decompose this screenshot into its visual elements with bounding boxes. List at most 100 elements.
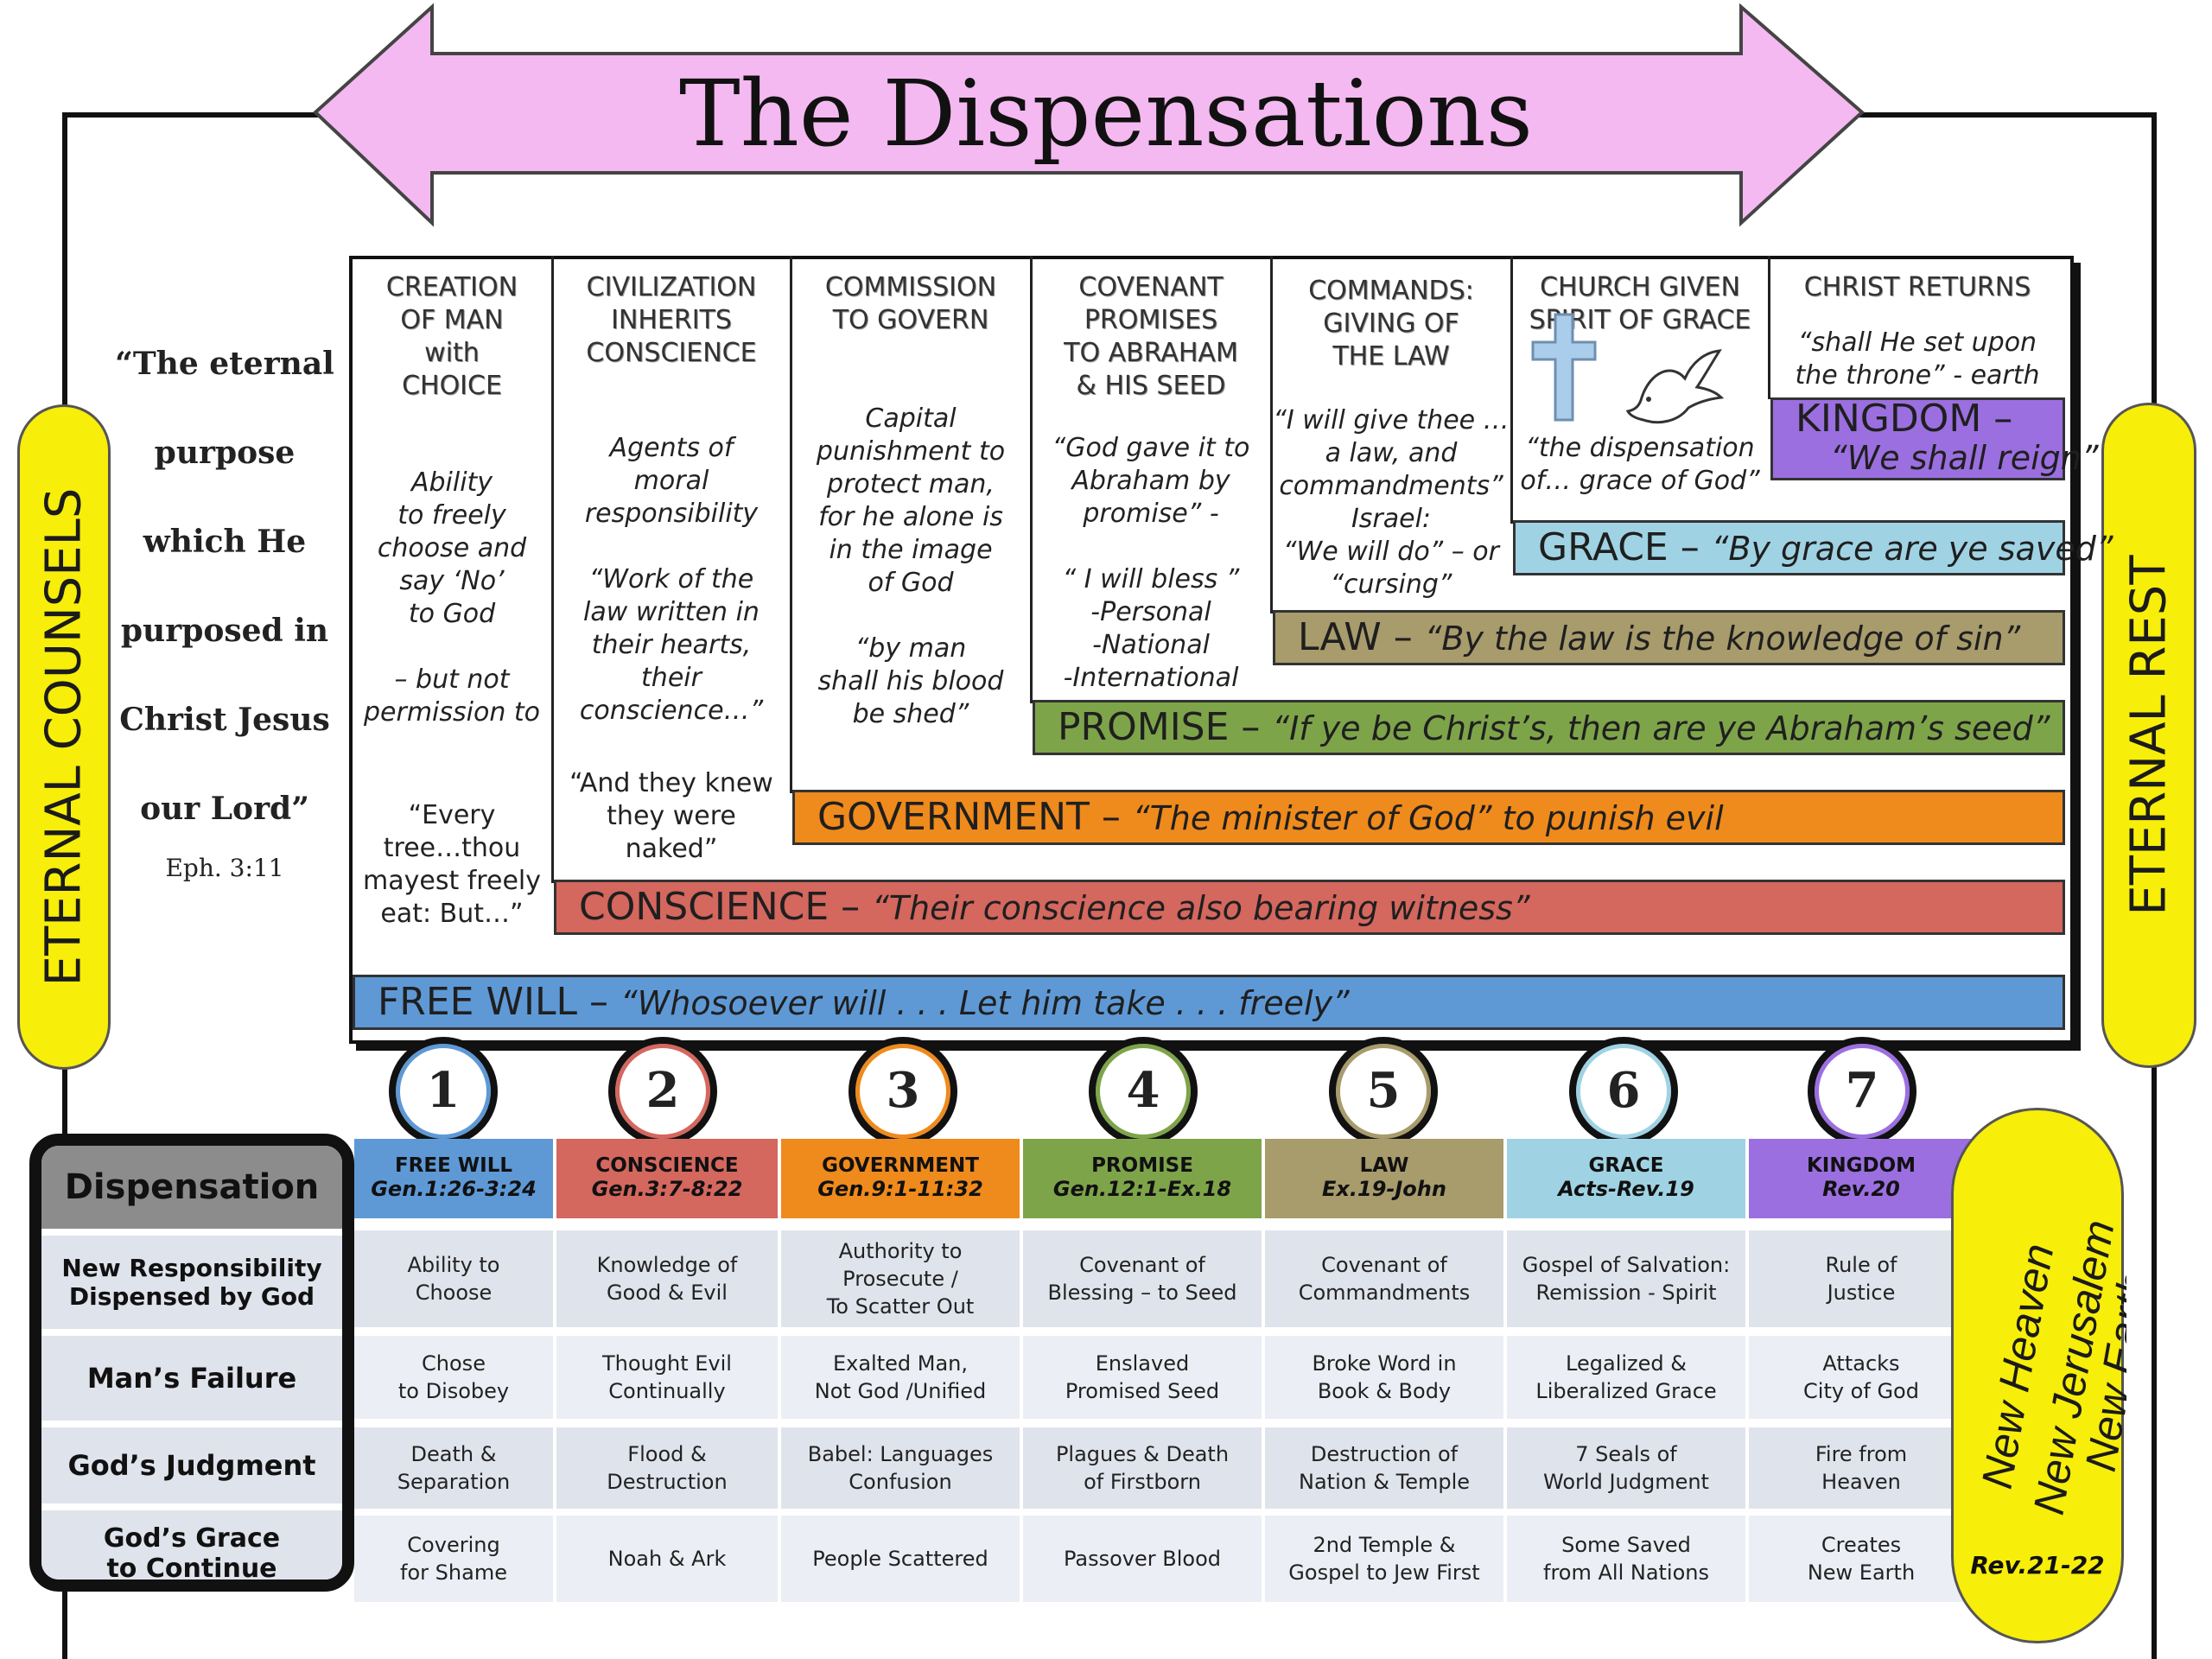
table-cell: Some Saved from All Nations	[1507, 1516, 1745, 1602]
band-free-will-label: FREE WILL –	[378, 980, 608, 1024]
table-cell: Creates New Earth	[1749, 1516, 1974, 1602]
band-law: LAW – “By the law is the knowledge of si…	[1273, 610, 2065, 665]
table-cell: Exalted Man, Not God /Unified	[781, 1336, 1020, 1419]
table-header-ref: Ex.19-John	[1322, 1177, 1446, 1201]
eternal-rest-pill: ETERNAL REST	[2101, 403, 2196, 1068]
column-heading-commission: COMMISSION TO GOVERN	[824, 272, 997, 335]
table-header-name: KINGDOM	[1806, 1154, 1916, 1177]
table-cell: Fire from Heaven	[1749, 1427, 1974, 1509]
band-grace: GRACE – “By grace are ye saved”	[1513, 520, 2113, 575]
quote-line: our Lord”	[140, 791, 309, 827]
table-header-name: LAW	[1359, 1154, 1409, 1177]
column-heading-commands: COMMANDS: GIVING OF THE LAW	[1308, 276, 1474, 372]
column-body-civilization-verse: “And they knew they were naked”	[569, 768, 773, 864]
table-header-government: GOVERNMENT Gen.9:1-11:32	[781, 1139, 1020, 1218]
eternal-purpose-quote: “The eternal purpose which He purposed i…	[91, 346, 359, 882]
column-heading-covenant: COVENANT PROMISES TO ABRAHAM & HIS SEED	[1064, 272, 1238, 401]
table-cell: Noah & Ark	[556, 1516, 778, 1602]
table-cell: Covenant of Commandments	[1265, 1230, 1503, 1327]
table-header-name: CONSCIENCE	[595, 1154, 739, 1177]
table-cell: Legalized & Liberalized Grace	[1507, 1336, 1745, 1419]
table-header-name: GOVERNMENT	[822, 1154, 979, 1177]
quote-line: purpose	[154, 435, 296, 471]
table-cell: Broke Word in Book & Body	[1265, 1336, 1503, 1419]
legend-row-grace: God’s Grace to Continue	[41, 1510, 342, 1580]
column-body-creation: Ability to freely choose and say ‘No’ to…	[363, 467, 540, 728]
legend-box: Dispensation New Responsibility Dispense…	[29, 1134, 354, 1592]
table-header-ref: Rev.20	[1822, 1177, 1900, 1201]
quote-reference: Eph. 3:11	[165, 854, 284, 882]
dove-icon	[1625, 349, 1725, 424]
table-cell: Destruction of Nation & Temple	[1265, 1427, 1503, 1509]
column-body-covenant: “God gave it to Abraham by promise” - “ …	[1052, 433, 1250, 693]
table-cell: People Scattered	[781, 1516, 1020, 1602]
table-header-ref: Gen.3:7-8:22	[591, 1177, 743, 1201]
column-heading-christ-returns: CHRIST RETURNS	[1803, 272, 2031, 302]
column-body-commission: Capital punishment to protect man, for h…	[816, 404, 1006, 729]
band-conscience: CONSCIENCE – “Their conscience also bear…	[554, 880, 2065, 935]
column-divider	[1270, 256, 1273, 613]
table-cell: 2nd Temple & Gospel to Jew First	[1265, 1516, 1503, 1602]
column-body-commands: “I will give thee … a law, and commandme…	[1273, 405, 1510, 600]
band-kingdom-quote: “We shall reign”	[1830, 439, 2099, 477]
band-government: GOVERNMENT – “The minister of God” to pu…	[792, 790, 2065, 845]
cross-icon	[1531, 313, 1597, 422]
table-header-name: FREE WILL	[394, 1154, 513, 1177]
band-conscience-label: CONSCIENCE –	[579, 885, 861, 929]
number-circle: 5	[1329, 1037, 1438, 1146]
band-law-label: LAW –	[1298, 615, 1413, 659]
legend-row-judgment: God’s Judgment	[41, 1427, 342, 1503]
column-heading-civilization: CIVILIZATION INHERITS CONSCIENCE	[586, 272, 757, 368]
eternal-counsels-pill: ETERNAL COUNSELS	[17, 404, 111, 1070]
column-heading-church: CHURCH GIVEN SPIRIT OF GRACE	[1529, 272, 1751, 335]
quote-line: which He	[143, 524, 307, 560]
number-circle: 1	[389, 1037, 498, 1146]
column-divider	[1768, 256, 1770, 399]
band-free-will: FREE WILL – “Whosoever will . . . Let hi…	[353, 975, 2065, 1030]
number-circle: 7	[1808, 1037, 1916, 1146]
table-cell: Passover Blood	[1023, 1516, 1262, 1602]
band-government-label: GOVERNMENT –	[817, 795, 1121, 839]
number-circle: 6	[1569, 1037, 1678, 1146]
table-header-name: PROMISE	[1091, 1154, 1193, 1177]
band-free-will-quote: “Whosoever will . . . Let him take . . .…	[620, 984, 1350, 1022]
table-header-free-will: FREE WILL Gen.1:26-3:24	[354, 1139, 553, 1218]
table-header-ref: Acts-Rev.19	[1558, 1177, 1694, 1201]
eternal-rest-label: ETERNAL REST	[2120, 555, 2177, 916]
legend-row-failure: Man’s Failure	[41, 1336, 342, 1421]
legend-header: Dispensation	[41, 1146, 342, 1229]
number-circle: 3	[849, 1037, 957, 1146]
new-heaven-text: New Heaven New Jerusalem New Earth	[1973, 1217, 2126, 1518]
band-promise: PROMISE – “If ye be Christ’s, then are y…	[1033, 700, 2065, 755]
table-header-kingdom: KINGDOM Rev.20	[1749, 1139, 1974, 1218]
table-cell: Death & Separation	[354, 1427, 553, 1509]
table-cell: Covenant of Blessing – to Seed	[1023, 1230, 1262, 1327]
quote-line: Christ Jesus	[119, 702, 330, 738]
band-promise-quote: “If ye be Christ’s, then are ye Abraham’…	[1272, 709, 2050, 747]
table-header-ref: Gen.12:1-Ex.18	[1052, 1177, 1232, 1201]
table-header-ref: Gen.1:26-3:24	[371, 1177, 537, 1201]
table-cell: Rule of Justice	[1749, 1230, 1974, 1327]
column-body-christ-returns: “shall He set upon the throne” - earth	[1795, 327, 2040, 391]
band-kingdom: KINGDOM – “We shall reign”	[1770, 397, 2099, 480]
table-cell: Thought Evil Continually	[556, 1336, 778, 1419]
table-header-name: GRACE	[1588, 1154, 1664, 1177]
column-divider	[1030, 256, 1033, 703]
column-heading-creation: CREATION OF MAN with CHOICE	[385, 272, 518, 401]
column-body-civilization: Agents of moral responsibility “Work of …	[579, 433, 764, 726]
quote-line: purposed in	[120, 613, 329, 649]
band-grace-quote: “By grace are ye saved”	[1711, 530, 2113, 568]
band-grace-label: GRACE –	[1538, 525, 1700, 569]
table-cell: Gospel of Salvation: Remission - Spirit	[1507, 1230, 1745, 1327]
column-body-creation-verse: “Every tree…thou mayest freely eat: But……	[363, 800, 541, 929]
table-cell: Plagues & Death of Firstborn	[1023, 1427, 1262, 1509]
table-cell: Enslaved Promised Seed	[1023, 1336, 1262, 1419]
number-circle: 4	[1089, 1037, 1198, 1146]
table-cell: Babel: Languages Confusion	[781, 1427, 1020, 1509]
legend-row-responsibility: New Responsibility Dispensed by God	[41, 1236, 342, 1329]
table-cell: Ability to Choose	[354, 1230, 553, 1327]
table-header-grace: GRACE Acts-Rev.19	[1507, 1139, 1745, 1218]
table-cell: Authority to Prosecute / To Scatter Out	[781, 1230, 1020, 1327]
table-cell: Attacks City of God	[1749, 1336, 1974, 1419]
column-divider	[1510, 256, 1513, 524]
